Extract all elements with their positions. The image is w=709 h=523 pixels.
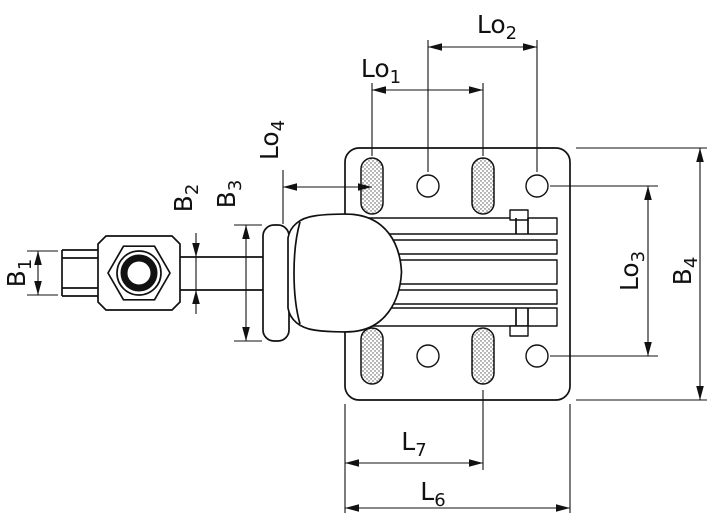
dim-label-b4-main: B [668, 268, 697, 285]
spindle-ring [120, 254, 158, 292]
dim-label-lo1-sub: 1 [390, 67, 401, 88]
pivot-pin-top [509, 209, 529, 221]
dim-label-b2-main: B [169, 195, 198, 212]
slot-top-right [471, 157, 495, 215]
arm-hub [262, 224, 290, 342]
dim-label-lo1-main: Lo [361, 54, 390, 83]
dim-label-l6-main: L [420, 477, 434, 506]
hole-bottom-center [416, 344, 440, 368]
dim-label-b2: B2 [169, 184, 203, 213]
dim-label-b1-sub: 1 [15, 259, 36, 270]
clamp-knob [287, 213, 403, 333]
dim-label-l7-sub: 7 [415, 440, 426, 461]
dim-label-b3-sub: 3 [225, 180, 246, 191]
dim-label-lo2-main: Lo [477, 10, 506, 39]
slot-bottom-left [360, 327, 384, 385]
dim-label-l6: L6 [420, 477, 445, 511]
dim-label-b1-main: B [2, 270, 31, 287]
dim-label-lo4-sub: 4 [268, 120, 289, 131]
dim-label-l7: L7 [401, 427, 426, 461]
slot-top-left [360, 157, 384, 215]
slot-bottom-right [471, 327, 495, 385]
dim-label-lo3-sub: 3 [628, 251, 649, 262]
dim-label-lo1: Lo1 [361, 54, 401, 88]
knob-contour-line [293, 221, 301, 325]
dim-label-b3: B3 [212, 180, 246, 209]
dim-label-lo2: Lo2 [477, 10, 517, 44]
hole-top-center [416, 174, 440, 198]
dim-label-b1: B1 [2, 259, 36, 288]
dim-label-b4: B4 [668, 257, 702, 286]
dimensions: Lo2 Lo1 Lo4 B1 B2 B3 Lo3 B4 L7 L6 [2, 10, 707, 513]
dim-label-lo3: Lo3 [615, 251, 649, 291]
dim-label-lo4: Lo4 [255, 120, 289, 160]
dim-label-b4-sub: 4 [681, 257, 702, 268]
spindle-fork-fill [62, 250, 98, 296]
dim-label-l6-sub: 6 [434, 490, 445, 511]
hole-top-right [525, 174, 549, 198]
dim-label-b3-main: B [212, 191, 241, 208]
clamp-assembly [61, 147, 571, 401]
pivot-pin-bottom [509, 325, 529, 337]
dim-label-b2-sub: 2 [182, 184, 203, 195]
dim-label-lo4-main: Lo [255, 131, 284, 160]
dim-label-lo2-sub: 2 [506, 23, 517, 44]
dim-label-l7-main: L [401, 427, 415, 456]
arm-rod [178, 256, 266, 291]
dim-label-lo3-main: Lo [615, 262, 644, 291]
hole-bottom-right [525, 344, 549, 368]
